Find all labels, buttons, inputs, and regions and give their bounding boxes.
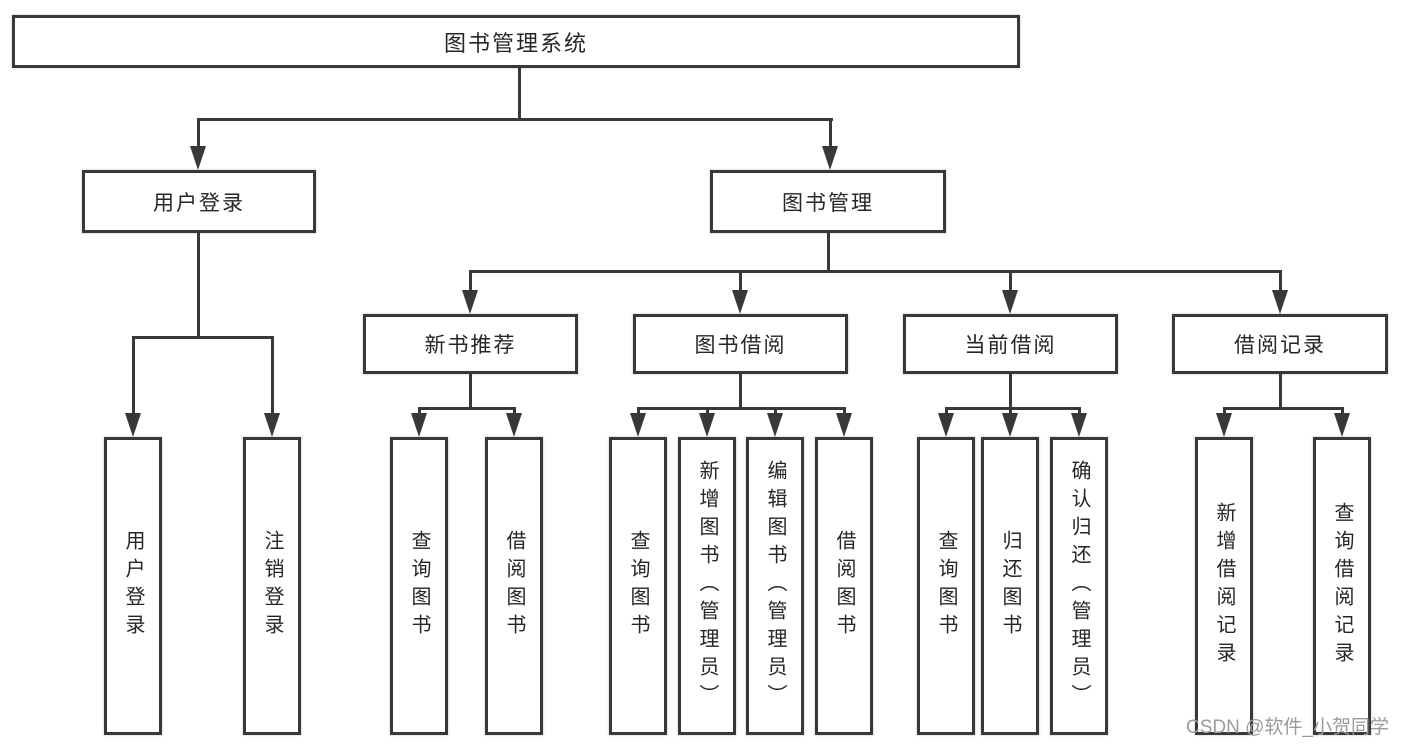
connector-line [1009,407,1012,417]
node-current-borrowing: 当前借阅 [903,314,1118,374]
arrow-down-icon [411,413,427,437]
connector-line [518,68,521,120]
connector-line [197,118,833,121]
node-label: 新增借阅记录 [1213,502,1235,670]
connector-line [418,407,421,417]
node-leaf-br-query-record: 查询借阅记录 [1313,437,1371,735]
arrow-down-icon [938,413,954,437]
connector-line [1341,407,1344,417]
arrow-down-icon [125,413,141,437]
connector-line [1223,407,1344,410]
arrow-down-icon [699,413,715,437]
node-leaf-user-login: 用户登录 [104,437,162,735]
connector-line [739,272,742,292]
node-label: 归还图书 [999,530,1021,642]
node-leaf-bb-query-books: 查询图书 [609,437,667,735]
connector-line [271,338,274,416]
connector-line [1279,374,1282,409]
connector-line [706,407,709,417]
node-label: 确认归还（管理员） [1068,460,1090,712]
node-label: 图书借阅 [694,334,787,357]
arrow-down-icon [190,146,206,170]
connector-line [945,407,1081,410]
arrow-down-icon [506,413,522,437]
node-book-management: 图书管理 [710,170,946,233]
node-leaf-rec-query-books: 查询图书 [390,437,448,735]
node-label: 查询图书 [627,530,649,642]
node-leaf-rec-borrow-books: 借阅图书 [485,437,543,735]
arrow-down-icon [462,290,478,314]
connector-line [1279,272,1282,292]
arrow-down-icon [1272,290,1288,314]
connector-line [1009,272,1012,292]
csdn-watermark: CSDN @软件_小贺同学 [1186,717,1389,738]
node-new-book-recommend: 新书推荐 [363,314,578,374]
node-user-login: 用户登录 [82,170,316,233]
node-label: 新书推荐 [424,334,517,357]
node-leaf-cb-confirm-return: 确认归还（管理员） [1050,437,1108,735]
connector-line [513,407,516,417]
node-leaf-bb-add-books: 新增图书（管理员） [678,437,736,735]
connector-line [132,338,135,416]
arrow-down-icon [1334,413,1350,437]
node-root-library-system: 图书管理系统 [12,15,1020,68]
node-leaf-cb-return-books: 归还图书 [981,437,1039,735]
node-label: 查询借阅记录 [1331,502,1353,670]
node-label: 图书管理系统 [443,30,588,56]
arrow-down-icon [1071,413,1087,437]
arrow-down-icon [1002,413,1018,437]
node-borrowing-records: 借阅记录 [1172,314,1388,374]
arrow-down-icon [1002,290,1018,314]
node-label: 借阅图书 [833,530,855,642]
connector-line [418,407,516,410]
connector-line [1223,407,1226,417]
arrow-down-icon [264,413,280,437]
connector-line [945,407,948,417]
node-label: 借阅记录 [1234,334,1326,357]
connector-line [637,407,640,417]
arrow-down-icon [836,413,852,437]
node-label: 图书管理 [782,191,874,215]
node-label: 用户登录 [122,530,144,642]
connector-line [197,120,200,148]
connector-line [827,233,830,272]
node-label: 注销登录 [261,530,283,642]
connector-line [469,374,472,409]
node-leaf-bb-edit-books: 编辑图书（管理员） [746,437,804,735]
connector-line [637,407,846,410]
arrow-down-icon [630,413,646,437]
node-label: 查询图书 [408,530,430,642]
node-label: 借阅图书 [503,530,525,642]
arrow-down-icon [822,146,838,170]
connector-line [132,336,274,339]
node-leaf-cb-query-books: 查询图书 [917,437,975,735]
connector-line [1009,374,1012,409]
connector-line [1078,407,1081,417]
node-leaf-br-add-record: 新增借阅记录 [1195,437,1253,735]
connector-line [739,374,742,409]
node-label: 查询图书 [935,530,957,642]
connector-line [197,233,200,339]
connector-line [469,270,1282,273]
node-book-borrowing: 图书借阅 [633,314,848,374]
connector-line [469,272,472,292]
connector-line [843,407,846,417]
connector-line [829,120,832,148]
connector-line [774,407,777,417]
node-leaf-logout: 注销登录 [243,437,301,735]
node-label: 新增图书（管理员） [696,460,718,712]
node-label: 编辑图书（管理员） [764,460,786,712]
arrow-down-icon [767,413,783,437]
node-label: 当前借阅 [964,334,1057,357]
arrow-down-icon [732,290,748,314]
node-label: 用户登录 [153,191,245,215]
node-leaf-bb-borrow-books: 借阅图书 [815,437,873,735]
arrow-down-icon [1216,413,1232,437]
